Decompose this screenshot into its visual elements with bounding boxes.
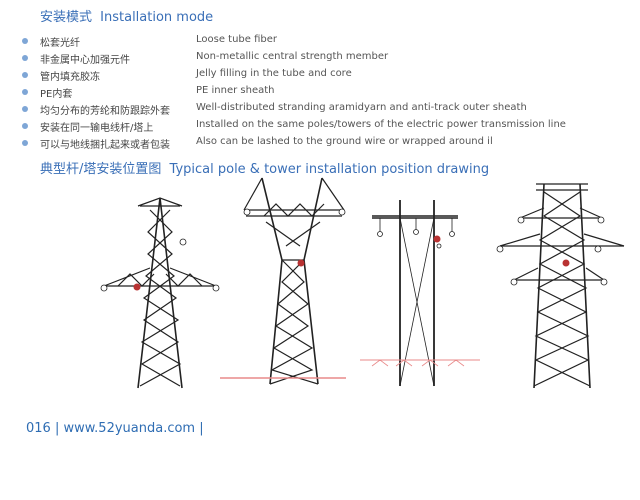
section-title-en: Installation mode <box>100 10 214 25</box>
insulator-icon <box>100 284 108 292</box>
insulator-icon <box>449 231 455 237</box>
tower-4-details <box>496 216 608 286</box>
bullet-icon <box>22 55 28 61</box>
tower-1-details <box>100 238 220 292</box>
cable-marker-icon <box>433 235 441 243</box>
bullet-icon <box>22 140 28 146</box>
feature-en: Non-metallic central strength member <box>196 51 389 62</box>
feature-zh: PE内套 <box>40 89 73 100</box>
insulator-icon <box>212 284 220 292</box>
feature-en: Jelly filling in the tube and core <box>196 68 352 79</box>
insulator-icon <box>597 216 605 224</box>
cable-marker-icon <box>562 259 570 267</box>
pole-3-details <box>377 229 455 249</box>
feature-zh: 安装在同一输电线杆/塔上 <box>40 123 154 134</box>
section-title: 安装模式 Installation mode <box>40 6 213 25</box>
feature-zh: 非金属中心加强元件 <box>40 55 130 66</box>
insulator-icon <box>243 208 251 216</box>
cable-marker-icon <box>297 259 305 267</box>
insulator-icon <box>377 231 383 237</box>
feature-en: Well-distributed stranding aramidyarn an… <box>196 102 527 113</box>
pole-3 <box>360 200 480 387</box>
insulator-icon <box>594 245 602 253</box>
insulator-icon <box>338 208 346 216</box>
tower-drawings <box>100 177 625 389</box>
bullet-icon <box>22 106 28 112</box>
insulator-icon <box>413 229 419 235</box>
bullet-icon <box>22 89 28 95</box>
feature-zh: 松套光纤 <box>40 38 80 49</box>
feature-zh: 管内填充胶冻 <box>40 72 100 83</box>
bullet-icon <box>22 72 28 78</box>
insulator-icon <box>179 238 187 246</box>
section-title-zh: 安装模式 <box>40 10 93 25</box>
cable-marker-icon <box>133 283 141 291</box>
feature-en: Also can be lashed to the ground wire or… <box>196 136 493 147</box>
insulator-icon <box>517 216 525 224</box>
insulator-icon <box>496 245 504 253</box>
drawing-section-title: 典型杆/塔安装位置图 Typical pole & tower installa… <box>40 158 489 177</box>
drawing-title-en: Typical pole & tower installation positi… <box>169 162 490 177</box>
drawing-title-zh: 典型杆/塔安装位置图 <box>40 162 162 177</box>
insulator-icon <box>600 278 608 286</box>
insulator-icon <box>436 243 442 249</box>
tower-1 <box>103 197 217 389</box>
feature-en: Installed on the same poles/towers of th… <box>196 119 566 130</box>
tower-2-details <box>243 208 346 267</box>
tower-2 <box>220 177 346 385</box>
bullet-icon <box>22 123 28 129</box>
tower-4 <box>499 183 625 389</box>
insulator-icon <box>510 278 518 286</box>
page-footer: 016 | www.52yuanda.com | <box>26 421 204 436</box>
feature-zh: 可以与地线捆扎起来或者包装 <box>40 140 170 151</box>
feature-en: PE inner sheath <box>196 85 275 96</box>
bullet-icon <box>22 38 28 44</box>
feature-en: Loose tube fiber <box>196 34 278 45</box>
feature-zh: 均匀分布的芳纶和防跟踪外套 <box>40 106 170 117</box>
